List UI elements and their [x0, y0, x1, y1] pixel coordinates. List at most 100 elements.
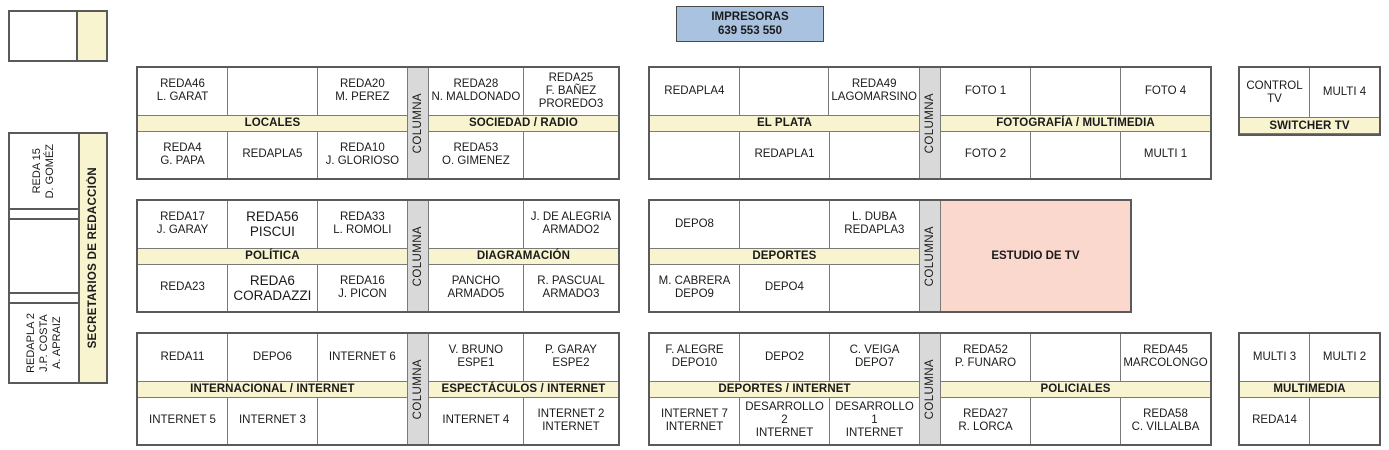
desk-cell-el-plata-top-2[interactable]: REDA49 LAGOMARSINO	[829, 68, 920, 115]
desk-cell-deportes-top-1[interactable]	[739, 201, 830, 248]
desk-cell-politica-bottom-2[interactable]: REDA16 J. PICON	[317, 264, 407, 311]
desk-cell-sociedad-radio-bottom-1[interactable]	[523, 131, 619, 178]
desk-cell-el-plata-bottom-0[interactable]	[650, 131, 740, 178]
desk-cell-switcher-tv-top-1[interactable]: MULTI 4	[1310, 68, 1379, 117]
desk-label-politica: POLÍTICA	[138, 247, 407, 265]
sidebar-cell-2[interactable]	[10, 220, 78, 294]
desk-cell-diagramacion-bottom-1[interactable]: R. PASCUAL ARMADO3	[523, 264, 619, 311]
desk-label-multimedia: MULTIMEDIA	[1240, 380, 1379, 398]
sidebar-cell-1[interactable]	[10, 210, 78, 220]
desk-cell-el-plata-top-0[interactable]: REDAPLA4	[650, 68, 740, 115]
desk-cell-el-plata-bottom-2[interactable]	[830, 131, 919, 178]
desk-cell-policiales-top-0[interactable]: REDA52 P. FUNARO	[941, 334, 1031, 381]
desk-cell-fotografia-multimedia-bottom-1[interactable]	[1031, 131, 1121, 178]
desk-cell-sociedad-radio-top-0[interactable]: REDA28 N. MALDONADO	[428, 68, 524, 115]
desk-cell-deportes-bottom-1[interactable]: DEPO4	[739, 264, 830, 311]
desk-cell-fotografia-multimedia-top-1[interactable]	[1031, 68, 1121, 115]
desk-cell-policiales-bottom-1[interactable]	[1031, 397, 1121, 444]
desk-cell-multimedia-top-0[interactable]: MULTI 3	[1240, 334, 1310, 381]
desk-cell-deportes-internet-top-1[interactable]: DEPO2	[740, 334, 830, 381]
desk-cell-politica-top-2[interactable]: REDA33 L. ROMOLI	[317, 201, 407, 248]
desk-label-switcher-tv: SWITCHER TV	[1240, 117, 1379, 134]
sidebar-cell-3[interactable]	[10, 294, 78, 304]
desk-cell-deportes-internet-bottom-0[interactable]: INTERNET 7 INTERNET	[650, 397, 740, 444]
desk-cell-espectaculos-internet-top-1[interactable]: P. GARAY ESPE2	[523, 334, 619, 381]
desk-cell-el-plata-bottom-1[interactable]: REDAPLA1	[740, 131, 830, 178]
desk-cell-deportes-top-0[interactable]: DEPO8	[650, 201, 740, 248]
desk-cell-diagramacion-top-1[interactable]: J. DE ALEGRIA ARMADO2	[523, 201, 619, 248]
desk-cell-policiales-top-2[interactable]: REDA45 MARCOLONGO	[1121, 334, 1210, 381]
columna-label: COLUMNA	[924, 358, 936, 420]
desk-cell-fotografia-multimedia-top-2[interactable]: FOTO 4	[1121, 68, 1210, 115]
desk-cell-deportes-internet-top-2[interactable]: C. VEIGA DEPO7	[830, 334, 919, 381]
desk-cell-multimedia-top-1[interactable]: MULTI 2	[1310, 334, 1379, 381]
desk-cell-policiales-top-1[interactable]	[1031, 334, 1121, 381]
desk-cell-locales-top-2[interactable]: REDA20 M. PEREZ	[317, 68, 407, 115]
cell-row-top: FOTO 1 FOTO 4	[941, 68, 1210, 115]
desk-cell-diagramacion-bottom-0[interactable]: PANCHO ARMADO5	[428, 264, 524, 311]
estudio-de-tv-label: ESTUDIO DE TV	[991, 250, 1080, 262]
desk-cell-locales-top-0[interactable]: REDA46 L. GARAT	[138, 68, 228, 115]
desk-cell-diagramacion-top-0[interactable]	[428, 201, 524, 248]
desk-cell-deportes-bottom-2[interactable]	[829, 264, 919, 311]
desk-cell-espectaculos-internet-bottom-1[interactable]: INTERNET 2 INTERNET	[523, 397, 619, 444]
sidebar-cell-0[interactable]: REDA 15 D. GOMÉZ	[10, 134, 78, 210]
columna-label: COLUMNA	[411, 225, 424, 287]
cell-row-top: DEPO8 L. DUBA REDAPLA3	[650, 201, 919, 248]
desk-cell-multimedia-bottom-1[interactable]	[1310, 397, 1379, 444]
desk-cell-internacional-internet-bottom-0[interactable]: INTERNET 5	[138, 397, 228, 444]
desk-cell-politica-bottom-0[interactable]: REDA23	[138, 264, 228, 311]
desk-cell-deportes-top-2[interactable]: L. DUBA REDAPLA3	[829, 201, 919, 248]
desk-cell-internacional-internet-top-2[interactable]: INTERNET 6	[317, 334, 407, 381]
columna-label: COLUMNA	[923, 225, 936, 287]
cell-row-bottom: REDAPLA1	[650, 131, 919, 178]
desk-cell-sociedad-radio-bottom-0[interactable]: REDA53 O. GIMENEZ	[428, 131, 524, 178]
desk-cell-fotografia-multimedia-top-0[interactable]: FOTO 1	[941, 68, 1031, 115]
desk-cell-internacional-internet-top-0[interactable]: REDA11	[138, 334, 228, 381]
desk-cell-internacional-internet-bottom-2[interactable]	[317, 397, 407, 444]
desk-cell-policiales-bottom-0[interactable]: REDA27 R. LORCA	[941, 397, 1031, 444]
desk-label-sociedad-radio: SOCIEDAD / RADIO	[428, 114, 618, 132]
desk-cell-multimedia-bottom-0[interactable]: REDA14	[1240, 397, 1310, 444]
desk-cell-politica-top-1[interactable]: REDA56 PISCUI	[227, 201, 318, 248]
desk-cell-sociedad-radio-top-1[interactable]: REDA25 F. BAÑEZ PROREDO3	[523, 68, 619, 115]
desk-cell-deportes-internet-top-0[interactable]: F. ALEGRE DEPO10	[650, 334, 740, 381]
desk-cell-policiales-bottom-2[interactable]: REDA58 C. VILLALBA	[1121, 397, 1210, 444]
desk-cell-internacional-internet-bottom-1[interactable]: INTERNET 3	[227, 397, 318, 444]
desk-cell-el-plata-top-1[interactable]	[739, 68, 830, 115]
desk-cell-politica-bottom-1[interactable]: REDA6 CORADAZZI	[227, 264, 318, 311]
desk-cell-politica-top-0[interactable]: REDA17 J. GARAY	[138, 201, 228, 248]
desk-cell-fotografia-multimedia-bottom-2[interactable]: MULTI 1	[1121, 131, 1210, 178]
desk-cell-deportes-bottom-0[interactable]: M. CABRERA DEPO9	[650, 264, 740, 311]
desk-cell-switcher-tv-top-0[interactable]: CONTROL TV	[1240, 68, 1310, 117]
desk-label-diagramacion: DIAGRAMACIÓN	[428, 247, 618, 265]
cell-row-bottom: REDA53 O. GIMENEZ	[428, 131, 619, 178]
desk-cell-espectaculos-internet-top-0[interactable]: V. BRUNO ESPE1	[428, 334, 524, 381]
sidebar-cell-4[interactable]: REDAPLA 2 J.P. COSTA A. APRAIZ	[10, 304, 78, 382]
desk-cell-locales-bottom-0[interactable]: REDA4 G. PAPA	[138, 131, 228, 178]
desk-cell-locales-bottom-2[interactable]: REDA10 J. GLORIOSO	[317, 131, 407, 178]
desk-cell-locales-bottom-1[interactable]: REDAPLA5	[227, 131, 318, 178]
estudio-de-tv-area[interactable]: ESTUDIO DE TV	[940, 201, 1130, 311]
desk-cell-deportes-internet-bottom-1[interactable]: DESARROLLO 2 INTERNET	[740, 397, 830, 444]
desk-cell-fotografia-multimedia-bottom-0[interactable]: FOTO 2	[941, 131, 1031, 178]
desk-cell-deportes-internet-bottom-2[interactable]: DESARROLLO 1 INTERNET	[830, 397, 919, 444]
desk-cell-locales-top-1[interactable]	[227, 68, 318, 115]
desk-cell-internacional-internet-top-1[interactable]: DEPO6	[227, 334, 318, 381]
desk-cell-espectaculos-internet-bottom-0[interactable]: INTERNET 4	[428, 397, 524, 444]
columna-divider: COLUMNA	[406, 334, 429, 444]
desk-label-internacional-internet: INTERNACIONAL / INTERNET	[138, 380, 407, 398]
